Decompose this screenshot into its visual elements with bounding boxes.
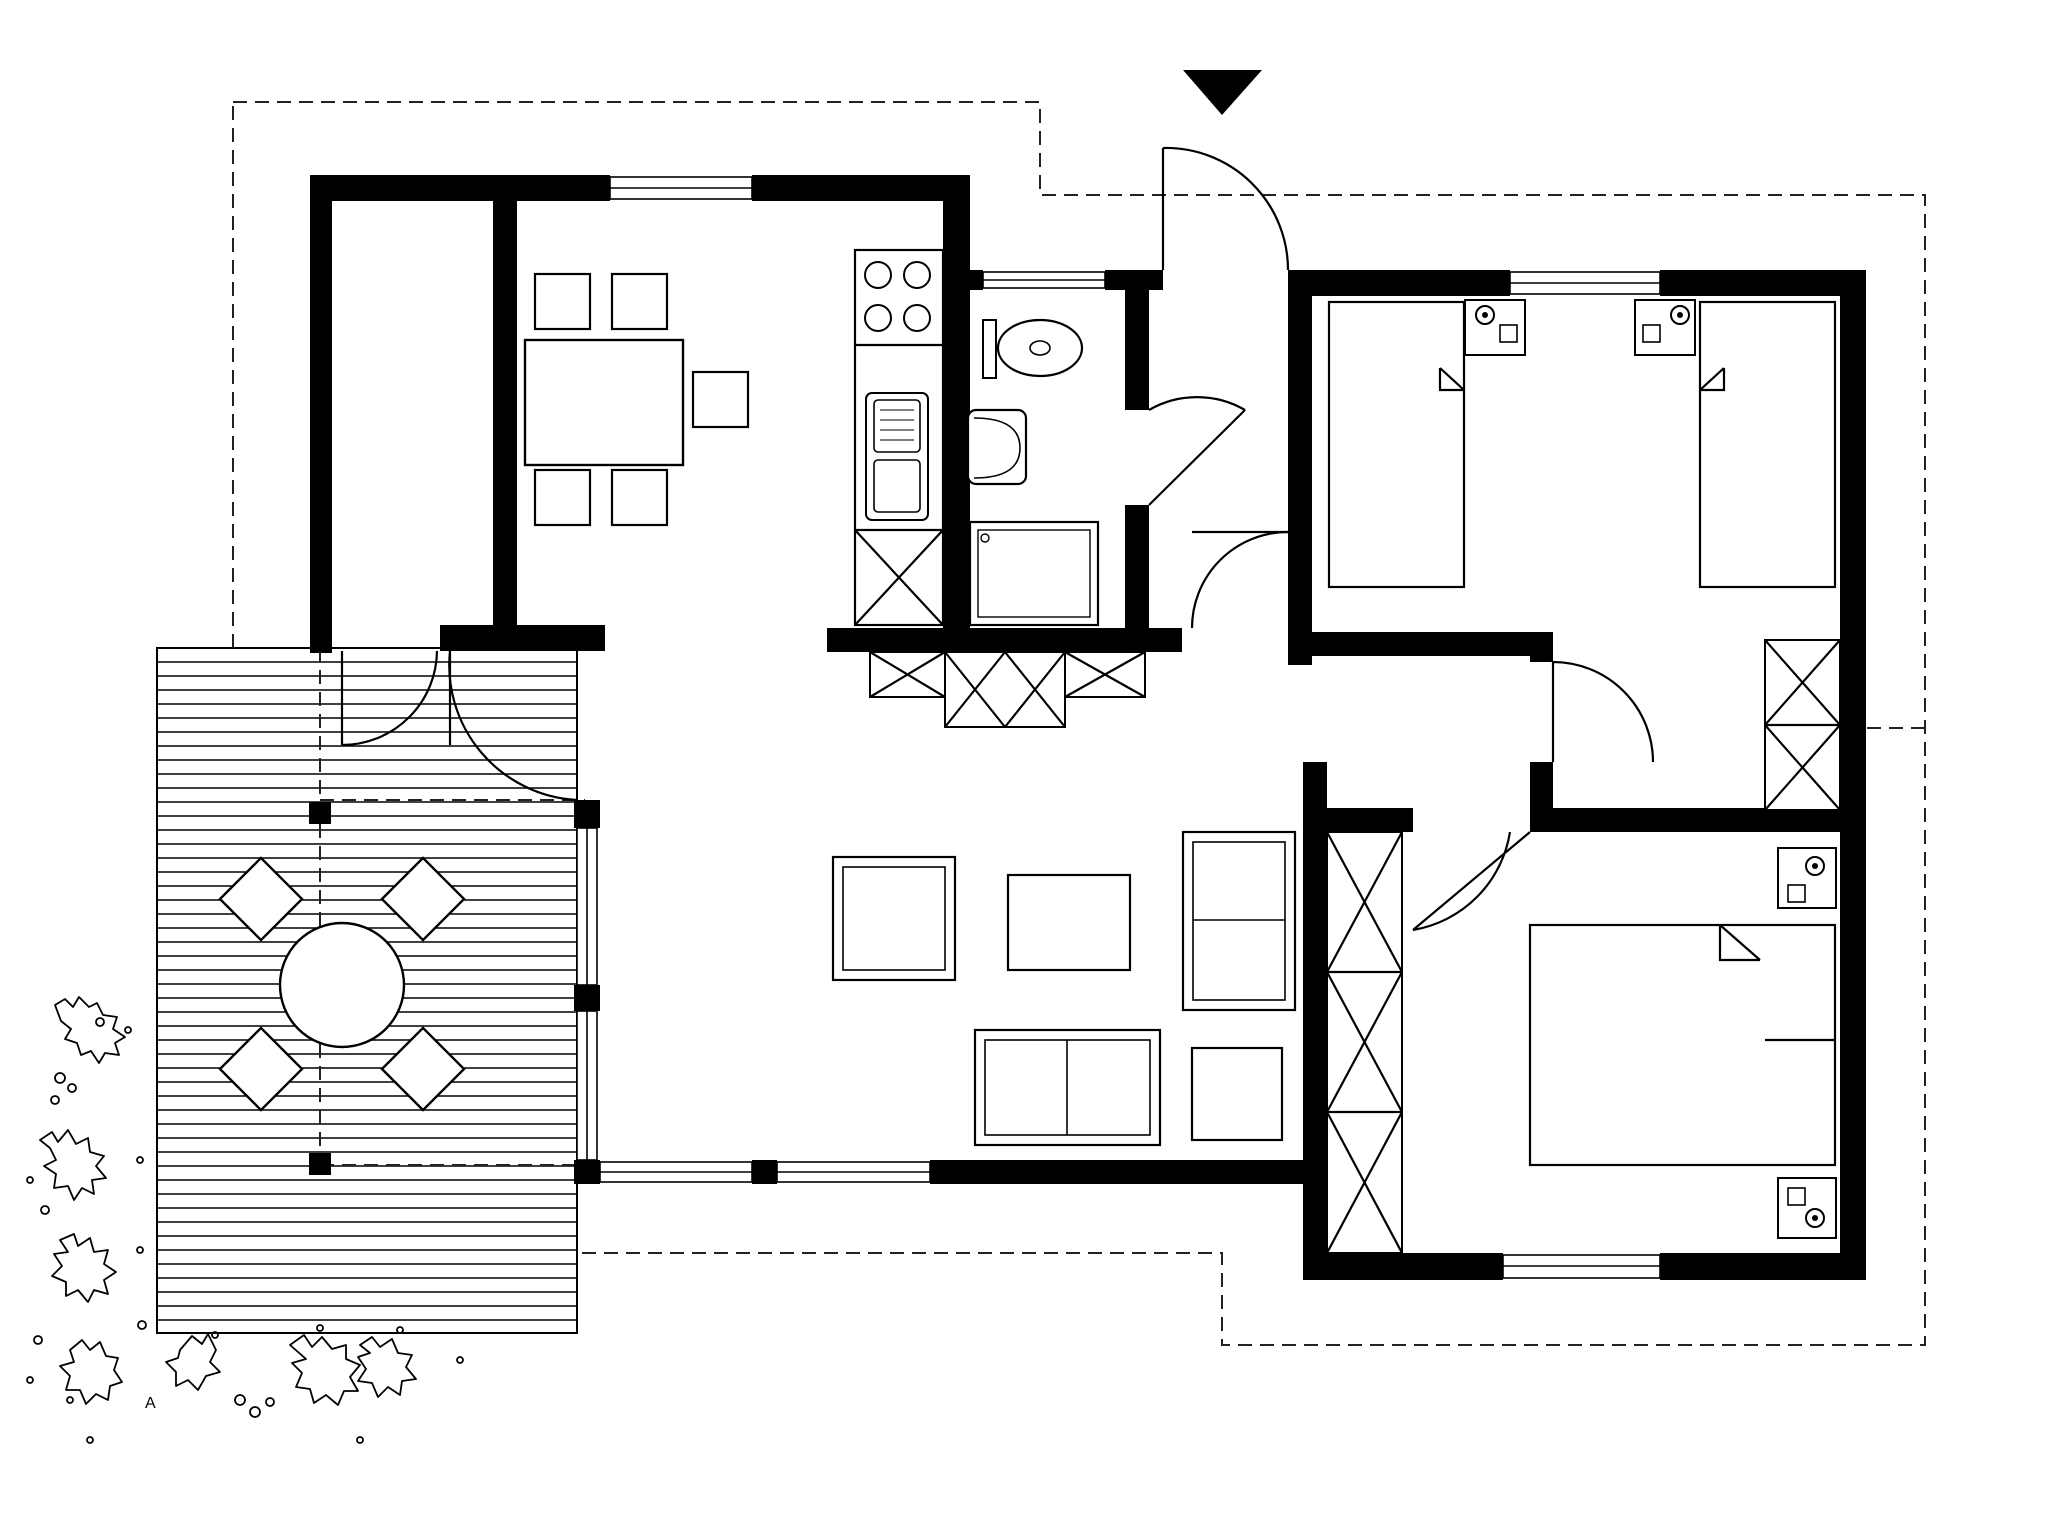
nightstand <box>1777 847 1837 909</box>
shower-tray-icon <box>968 520 1100 627</box>
walls <box>310 175 1866 1280</box>
dining-chair <box>533 468 592 527</box>
garden-shrubs: A <box>26 996 464 1444</box>
bedroom-3 <box>1326 831 1837 1254</box>
patio-chair <box>380 856 466 942</box>
single-bed <box>1327 300 1466 589</box>
bathroom-fixtures <box>966 318 1100 627</box>
kitchen-counter <box>853 248 945 627</box>
nightstand <box>1777 1177 1837 1239</box>
wardrobe <box>1326 831 1403 1254</box>
armchair <box>831 855 957 982</box>
patio-chair <box>218 856 304 942</box>
patio-chair <box>380 1026 466 1112</box>
sofa <box>973 1028 1162 1147</box>
nightstand <box>1634 299 1696 356</box>
wardrobe <box>1764 639 1841 811</box>
dining-chair <box>610 468 669 527</box>
windows <box>576 176 1661 1279</box>
bedroom-2 <box>1634 299 1841 811</box>
doors <box>340 146 1655 932</box>
coffee-table <box>1006 873 1132 972</box>
nightstand <box>1464 299 1526 356</box>
sink-icon <box>865 392 929 521</box>
dining-set <box>523 272 750 527</box>
hall-wardrobe <box>869 651 1146 728</box>
patio-table <box>218 856 466 1112</box>
bedroom-1 <box>1327 299 1526 589</box>
armchair <box>1181 830 1297 1012</box>
dining-chair <box>533 272 592 331</box>
cooktop-icon <box>864 261 931 332</box>
pergola <box>309 648 585 1175</box>
single-bed <box>1698 300 1837 589</box>
dining-chair <box>691 370 750 429</box>
deck-boards <box>157 661 577 1321</box>
toilet-icon <box>982 318 1084 379</box>
double-bed <box>1528 923 1837 1167</box>
garden-label: A <box>145 1395 156 1412</box>
side-table <box>1190 1046 1284 1142</box>
washbasin-icon <box>966 408 1028 486</box>
dining-chair <box>610 272 669 331</box>
dining-table <box>523 338 685 467</box>
living-furniture <box>831 830 1297 1147</box>
patio-chair <box>218 1026 304 1112</box>
entrance-arrow-icon <box>1183 70 1262 115</box>
